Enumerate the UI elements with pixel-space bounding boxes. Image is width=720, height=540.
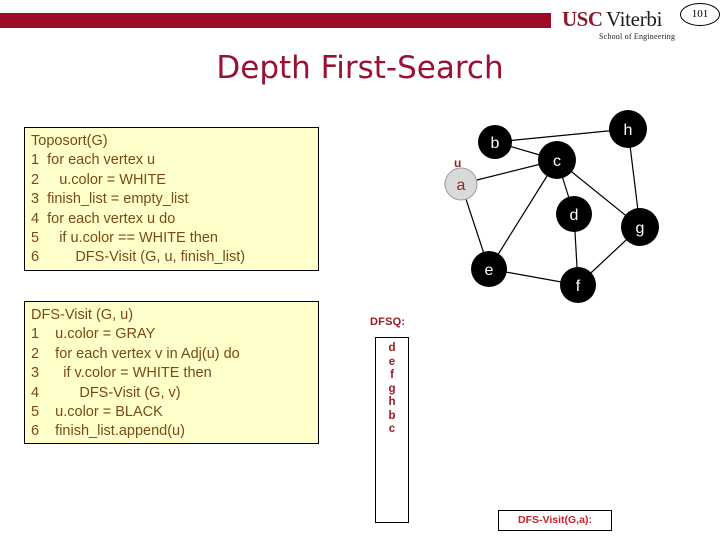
code-line: DFS-Visit (G, u) (31, 307, 134, 323)
graph-node-circle-a (444, 167, 478, 201)
graph-node-label-a: a (457, 177, 466, 194)
graph-node-circle-e (471, 251, 507, 287)
usc-viterbi-logo: USC Viterbi School of Engineering 101 (558, 3, 720, 45)
graph-pointer-label-u: u (454, 156, 461, 170)
dfsq-item: f (390, 369, 394, 381)
graph-node-label-f: f (576, 278, 581, 295)
graph-diagram: a b c d e f g h u (420, 108, 720, 308)
dfsq-item: g (388, 382, 396, 395)
graph-node-b[interactable]: b (478, 125, 512, 159)
code-line: 4 DFS-Visit (G, v) (31, 384, 181, 401)
graph-node-circle-h (609, 110, 647, 148)
graph-node-circle-d (556, 196, 592, 232)
header-accent-bar (0, 13, 551, 28)
page-title: Depth First-Search (216, 50, 504, 86)
graph-node-label-b: b (491, 135, 500, 152)
dfsq-label: DFSQ: (370, 316, 406, 328)
logo-viterbi-text: Viterbi (606, 7, 663, 31)
logo-subtitle-text: School of Engineering (599, 32, 676, 41)
graph-node-circle-g (621, 208, 659, 246)
graph-node-a[interactable]: a (444, 167, 478, 201)
code-line: 3 if v.color = WHITE then (31, 365, 212, 382)
code-line: 1 u.color = GRAY (31, 326, 156, 343)
code-line: 1 for each vertex u (31, 152, 156, 169)
graph-node-label-e: e (485, 262, 494, 279)
code-line: 6 DFS-Visit (G, u, finish_list) (31, 249, 246, 266)
graph-node-label-g: g (636, 220, 645, 237)
graph-edge-b-h (494, 128, 629, 143)
dfsq-item: b (388, 409, 396, 422)
graph-node-e[interactable]: e (471, 251, 507, 287)
code-line: 2 u.color = WHITE (31, 171, 166, 188)
code-line: 5 u.color = BLACK (31, 404, 163, 421)
dfsq-item: e (388, 355, 396, 368)
current-call-callout: DFS-Visit(G,a): (498, 510, 612, 531)
graph-node-label-d: d (570, 207, 579, 224)
graph-svg: a b c d e f g h u (444, 110, 659, 303)
logo-usc-text: USC (562, 7, 603, 31)
dfsq-item: h (388, 396, 396, 408)
graph-node-circle-f (560, 267, 596, 303)
dfsq-item: d (388, 342, 396, 354)
dfsq-item: c (388, 423, 396, 435)
code-line: Toposort(G) (31, 133, 108, 149)
graph-node-label-h: h (624, 122, 633, 139)
graph-node-circle-c (538, 141, 576, 179)
code-line: 4 for each vertex u do (31, 210, 176, 227)
pseudocode-box-dfs-visit: DFS-Visit (G, u) 1 u.color = GRAY 2 for … (24, 301, 319, 444)
graph-node-h[interactable]: h (609, 110, 647, 148)
graph-node-c[interactable]: c (538, 141, 576, 179)
graph-node-layer: a b c d e f g h (444, 110, 659, 303)
page-number-badge: 101 (680, 3, 720, 26)
pseudocode-box-toposort: Toposort(G) 1 for each vertex u 2 u.colo… (24, 127, 319, 271)
code-line: 5 if u.color == WHITE then (31, 230, 218, 247)
graph-node-d[interactable]: d (556, 196, 592, 232)
graph-node-g[interactable]: g (621, 208, 659, 246)
code-line: 3 finish_list = empty_list (31, 191, 189, 208)
graph-node-label-c: c (553, 153, 561, 170)
code-line: 2 for each vertex v in Adj(u) do (31, 345, 240, 362)
graph-node-f[interactable]: f (560, 267, 596, 303)
graph-edge-c-e (488, 159, 558, 270)
code-line: 6 finish_list.append(u) (31, 423, 185, 440)
graph-node-circle-b (478, 125, 512, 159)
